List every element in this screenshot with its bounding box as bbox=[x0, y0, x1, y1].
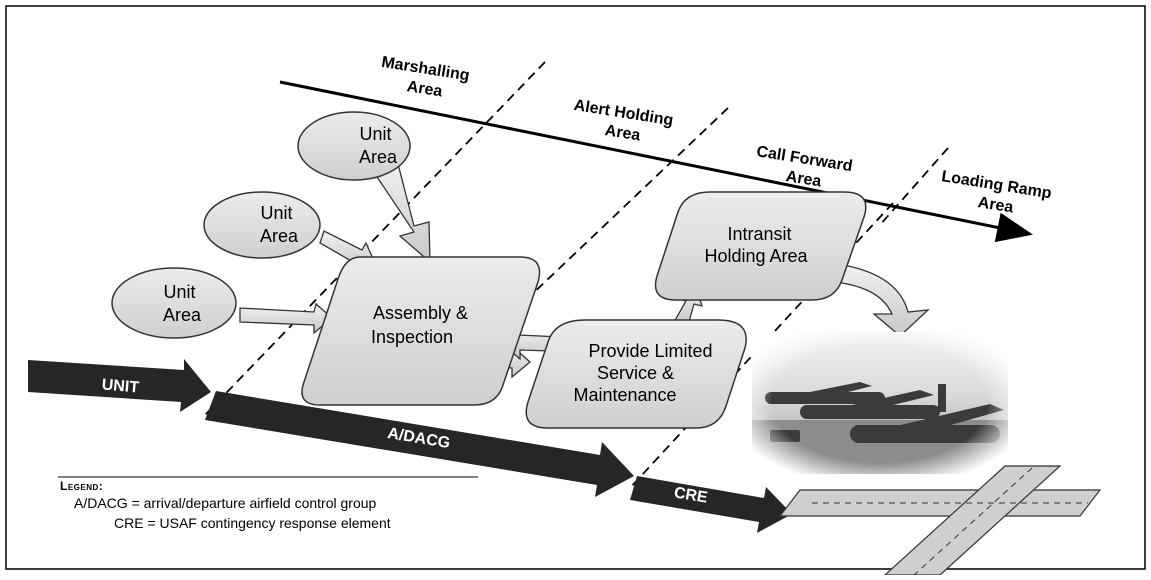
zone-label-marshalling: Marshalling Area bbox=[377, 54, 475, 105]
zone-label-loading-ramp: Loading Ramp Area bbox=[937, 168, 1057, 223]
node-unit-area-1: Unit Area bbox=[297, 111, 411, 181]
band-unit: UNIT bbox=[28, 359, 211, 412]
assembly-label: Assembly & Inspection bbox=[371, 303, 473, 347]
legend: Legend: A/DACG = arrival/departure airfi… bbox=[60, 479, 490, 533]
provide-shape bbox=[525, 319, 747, 429]
assembly-shape bbox=[301, 256, 541, 406]
band-unit-shape bbox=[28, 359, 211, 412]
node-assembly-inspection: Assembly & Inspection bbox=[301, 256, 541, 406]
unit-area-3-label: Unit Area bbox=[163, 282, 202, 325]
runway-icon bbox=[778, 465, 1102, 576]
arrow-unit1-to-assembly bbox=[369, 159, 431, 264]
node-unit-area-2: Unit Area bbox=[203, 191, 321, 259]
outer-border bbox=[5, 5, 1146, 570]
node-intransit-holding: Intransit Holding Area bbox=[654, 191, 867, 301]
node-provide-limited-service: Provide Limited Service & Maintenance bbox=[525, 319, 747, 429]
divider-loading-ramp bbox=[879, 147, 949, 226]
band-cre-label: CRE bbox=[673, 484, 709, 506]
node-unit-area-3: Unit Area bbox=[111, 267, 237, 339]
unit-area-3-shape bbox=[111, 267, 237, 339]
runway-cross-centerline bbox=[913, 467, 1033, 576]
divider-marshalling bbox=[204, 61, 546, 416]
band-cre-shape bbox=[630, 476, 792, 533]
band-unit-label: UNIT bbox=[101, 376, 140, 396]
band-cre: CRE bbox=[630, 476, 792, 533]
timeline-arrow bbox=[279, 80, 1033, 243]
band-adacg-shape bbox=[205, 391, 634, 497]
legend-item-adacg: A/DACG = arrival/departure airfield cont… bbox=[74, 495, 377, 511]
divider-alert-holding-upper bbox=[504, 107, 729, 321]
unit-area-1-label: Unit Area bbox=[359, 124, 398, 167]
aircraft-on-ramp-photo bbox=[752, 332, 1008, 474]
intransit-shape bbox=[654, 191, 867, 301]
legend-title: Legend: bbox=[60, 479, 104, 493]
intransit-label: Intransit Holding Area bbox=[704, 224, 808, 266]
provide-label: Provide Limited Service & Maintenance bbox=[573, 341, 717, 405]
band-adacg: A/DACG bbox=[205, 391, 634, 497]
unit-area-2-label: Unit Area bbox=[260, 203, 299, 246]
unit-area-2-shape bbox=[203, 191, 321, 259]
photo-fade bbox=[752, 332, 1008, 474]
runway-cross bbox=[883, 465, 1062, 576]
zone-label-alert-holding: Alert Holding Area bbox=[569, 97, 678, 150]
unit-area-1-shape bbox=[297, 111, 411, 181]
arrow-unit3-to-assembly bbox=[239, 302, 334, 335]
legend-item-cre: CRE = USAF contingency response element bbox=[114, 515, 391, 531]
zone-label-call-forward: Call Forward Area bbox=[752, 143, 858, 195]
